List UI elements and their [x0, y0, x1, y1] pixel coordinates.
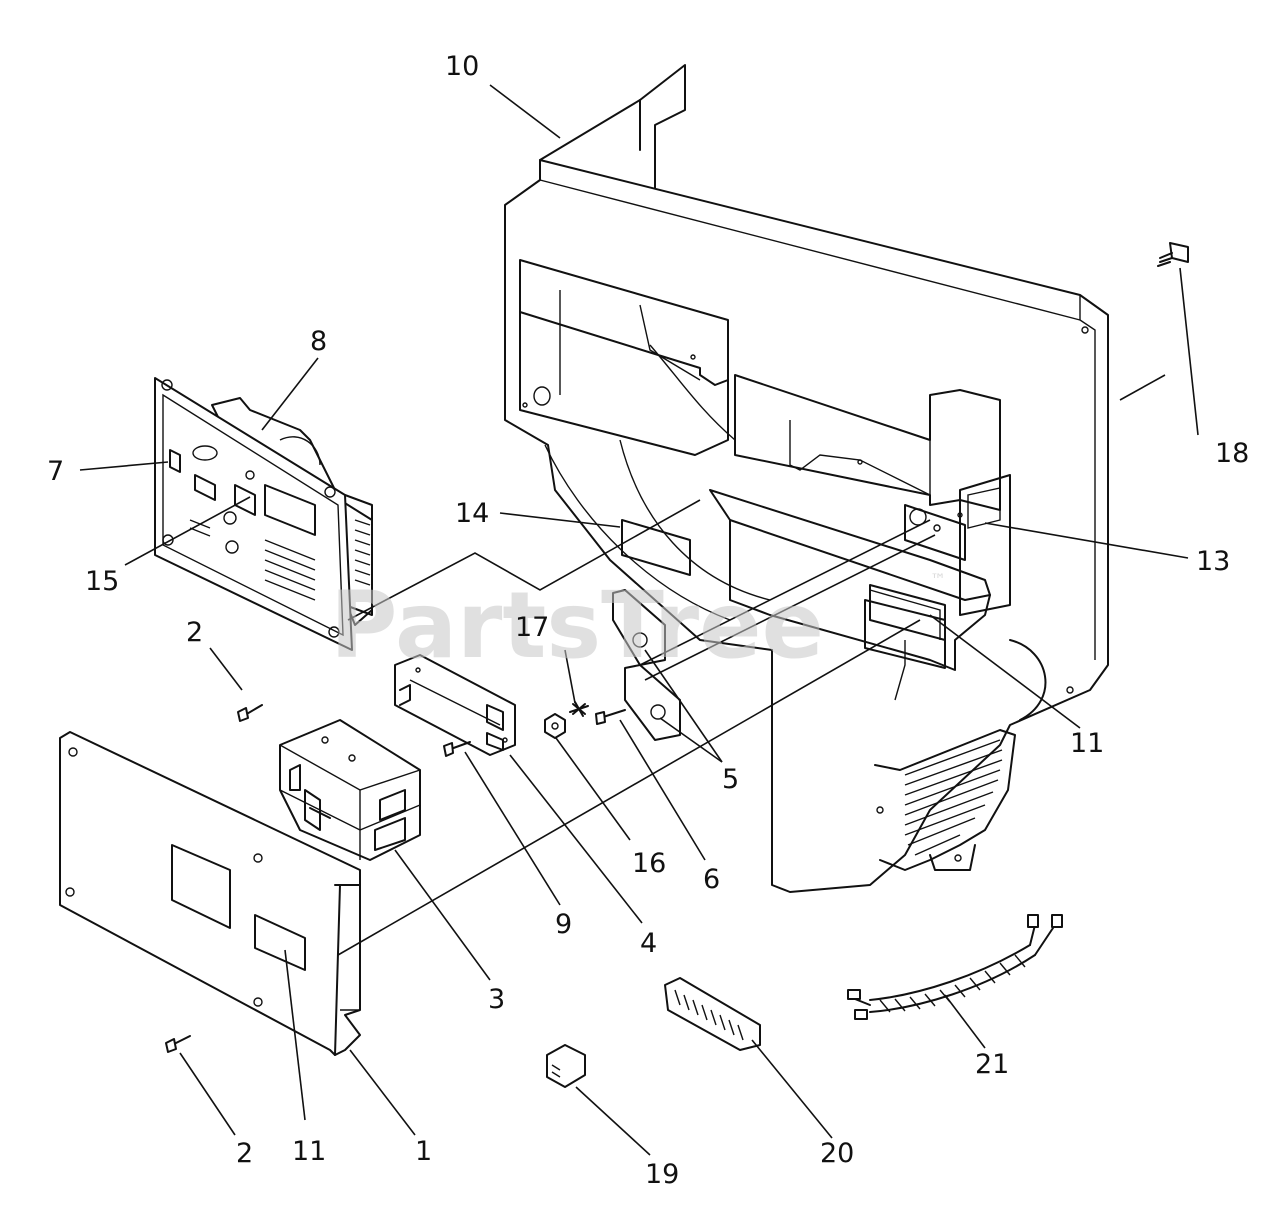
callout-3: 3: [488, 984, 505, 1015]
part-8-control-panel: [154, 377, 373, 651]
callout-19: 19: [645, 1159, 679, 1190]
part-21-wire-harness: [847, 914, 1063, 1020]
callout-15: 15: [85, 566, 119, 597]
part-3-breakers: [279, 719, 421, 861]
part-4-bracket: [394, 654, 516, 756]
leader-lines: [79, 84, 1199, 1156]
part-6-screw: [595, 709, 626, 725]
part-20-terminal-block: [664, 977, 761, 1051]
part-10-housing: [504, 64, 1109, 893]
callout-14: 14: [455, 498, 489, 529]
part-1-front-panel: [59, 731, 361, 1056]
watermark-trademark: ™: [930, 570, 946, 589]
watermark: PartsTree ™: [330, 570, 946, 679]
callout-labels: 10 8 7 15 14 18 13 2 17 11 5 16 6 9 4 3 …: [47, 51, 1249, 1190]
part-18-bolt: [1157, 242, 1189, 267]
part-9-screw: [443, 741, 471, 757]
callout-20: 20: [820, 1138, 854, 1169]
callout-18: 18: [1215, 438, 1249, 469]
callout-21: 21: [975, 1049, 1009, 1080]
callout-13: 13: [1196, 546, 1230, 577]
watermark-text: PartsTree: [330, 572, 824, 679]
assembly-lines: [337, 499, 936, 956]
callout-2-upper: 2: [186, 617, 203, 648]
part-19-connector: [546, 1044, 586, 1088]
callout-6: 6: [703, 864, 720, 895]
callout-1: 1: [415, 1136, 432, 1167]
callout-5: 5: [722, 764, 739, 795]
part-5-lugs: [612, 589, 681, 741]
callout-16: 16: [632, 848, 666, 879]
callout-10: 10: [445, 51, 479, 82]
callout-9: 9: [555, 909, 572, 940]
part-17-washer: [569, 701, 589, 717]
callout-17: 17: [515, 612, 549, 643]
part-16-nut: [544, 713, 566, 739]
callout-11-lower: 11: [292, 1136, 326, 1167]
part-2-screw-lower: [165, 1035, 191, 1053]
callout-4: 4: [640, 928, 657, 959]
callout-11-upper: 11: [1070, 728, 1104, 759]
callout-7: 7: [47, 456, 64, 487]
part-11-label-upper: [869, 584, 946, 641]
part-2-screw-upper: [237, 704, 263, 722]
callout-2-lower: 2: [236, 1138, 253, 1169]
callout-8: 8: [310, 326, 327, 357]
